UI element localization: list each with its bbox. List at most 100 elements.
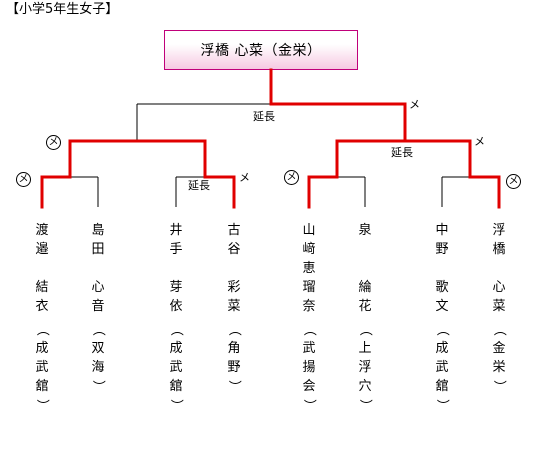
given-char: 音 (91, 299, 105, 314)
club-char: 成 (169, 341, 183, 356)
player-given-name: 芽依 (165, 278, 187, 316)
player-given-name: 結衣 (31, 278, 53, 316)
player-surname: 泉 (354, 221, 376, 240)
player-entry: 井手芽依 （ 成武舘 ） (165, 221, 187, 421)
player-entry: 島田心音 （ 双海 ） (87, 221, 109, 421)
club-char: ） (90, 379, 106, 393)
player-club: （ 金栄 ） (488, 320, 510, 396)
name-char: 井 (169, 223, 183, 238)
player-surname: 中野 (431, 221, 453, 259)
given-char: 文 (435, 299, 449, 314)
club-char: 穴 (358, 379, 372, 394)
club-char: 金 (492, 341, 506, 356)
club-char: （ (301, 322, 317, 336)
club-char: 武 (169, 360, 183, 375)
given-char: 菜 (492, 299, 506, 314)
player-club: （ 成武舘 ） (165, 320, 187, 415)
player-surname: 浮橋 (488, 221, 510, 259)
player-club: （上浮穴） (354, 320, 376, 415)
given-char: 芽 (169, 280, 183, 295)
club-char: ） (301, 398, 317, 412)
club-char: 角 (227, 341, 241, 356)
club-char: 舘 (169, 379, 183, 394)
name-char: 泉 (358, 223, 372, 238)
club-char: ） (226, 379, 242, 393)
player-club: （武揚会） (298, 320, 320, 415)
player-club: （角野） (223, 320, 245, 396)
name-char: 﨑 (302, 242, 316, 257)
club-char: ） (357, 398, 373, 412)
given-char: 菜 (227, 299, 241, 314)
player-surname: 古谷 (223, 221, 245, 259)
men-circled-r1-ukihashi: メ (506, 174, 521, 189)
player-entry: 浮橋心菜 （ 金栄 ） (488, 221, 510, 421)
player-surname: 渡邉 (31, 221, 53, 259)
club-char: （ (357, 322, 373, 336)
club-char: ） (34, 398, 50, 412)
club-char: 成 (35, 341, 49, 356)
given-char: 依 (169, 299, 183, 314)
name-char: 橋 (492, 242, 506, 257)
given-char: 歌 (435, 280, 449, 295)
club-char: ） (434, 398, 450, 412)
given-char: 彩 (227, 280, 241, 295)
name-char: 島 (91, 223, 105, 238)
club-char: （ (168, 322, 184, 336)
name-char: 奈 (302, 299, 316, 314)
player-given-name: 彩菜 (223, 278, 245, 316)
champion-name: 浮橋 心菜（金栄） (200, 43, 322, 59)
player-club: （成武舘） (31, 320, 53, 415)
given-char: 結 (35, 280, 49, 295)
club-char: ） (168, 398, 184, 412)
player-club: （ 双海 ） (87, 320, 109, 396)
winner-lines (40, 68, 501, 209)
men-mark-final: メ (409, 98, 420, 111)
club-char: （ (34, 322, 50, 336)
player-surname: 井手 (165, 221, 187, 259)
player-entry: 中野歌文 （ 成武舘 ） (431, 221, 453, 421)
name-char: 古 (227, 223, 241, 238)
club-char: 成 (435, 341, 449, 356)
page-title: 【小学5年生女子】 (6, 2, 119, 17)
player-entry: 泉綸花（上浮穴） (354, 221, 376, 421)
club-char: 会 (302, 379, 316, 394)
extension-note-right-semi: 延長 (391, 146, 413, 159)
club-char: 武 (435, 360, 449, 375)
given-char: 心 (91, 280, 105, 295)
club-char: 栄 (492, 360, 506, 375)
player-given-name: 歌文 (431, 278, 453, 316)
men-circled-r1-yamazaki: メ (284, 170, 299, 185)
men-circled-r1-watanabe: メ (16, 172, 31, 187)
men-mark-right-semi: メ (474, 135, 485, 148)
name-char: 山 (302, 223, 316, 238)
club-char: 上 (358, 341, 372, 356)
player-entry: 古谷彩菜（角野） (223, 221, 245, 421)
given-char: 衣 (35, 299, 49, 314)
extension-note-final: 延長 (253, 110, 275, 123)
player-surname: 島田 (87, 221, 109, 259)
men-mark-r1-furuya: メ (239, 171, 250, 184)
extension-note-left-r1: 延長 (188, 179, 210, 192)
given-char: 心 (492, 280, 506, 295)
club-char: 揚 (302, 360, 316, 375)
club-char: （ (90, 322, 106, 336)
champion-box: 浮橋 心菜（金栄） (164, 30, 358, 70)
club-char: （ (491, 322, 507, 336)
name-char: 谷 (227, 242, 241, 257)
club-char: 双 (91, 341, 105, 356)
name-char: 渡 (35, 223, 49, 238)
name-char: 野 (435, 242, 449, 257)
name-char: 瑠 (302, 280, 316, 295)
club-char: 海 (91, 360, 105, 375)
club-char: 武 (35, 360, 49, 375)
player-given-name: 綸花 (354, 278, 376, 316)
player-given-name: 心音 (87, 278, 109, 316)
club-char: 舘 (435, 379, 449, 394)
club-char: ） (491, 379, 507, 393)
club-char: （ (434, 322, 450, 336)
club-char: 野 (227, 360, 241, 375)
given-char: 花 (358, 299, 372, 314)
